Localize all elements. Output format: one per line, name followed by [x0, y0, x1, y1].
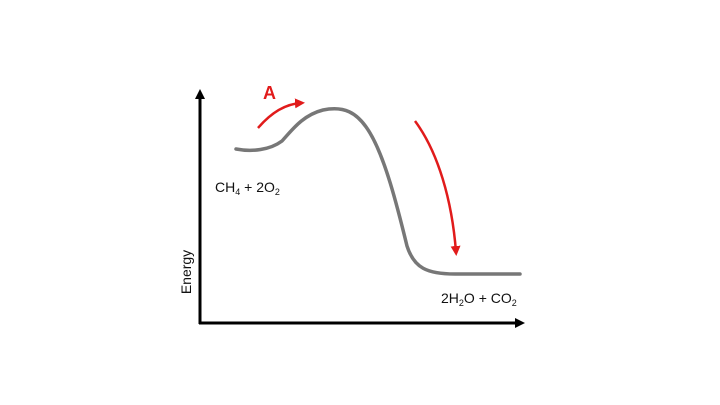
products-label: 2H2O + CO2: [441, 290, 517, 308]
energy-curve: [234, 107, 522, 276]
energy-release-arrow: [413, 120, 461, 256]
activation-arrow: [257, 98, 305, 129]
activation-label: A: [263, 83, 276, 103]
y-axis-label: Energy: [178, 249, 194, 295]
reactants-label: CH4 + 2O2: [215, 179, 280, 197]
